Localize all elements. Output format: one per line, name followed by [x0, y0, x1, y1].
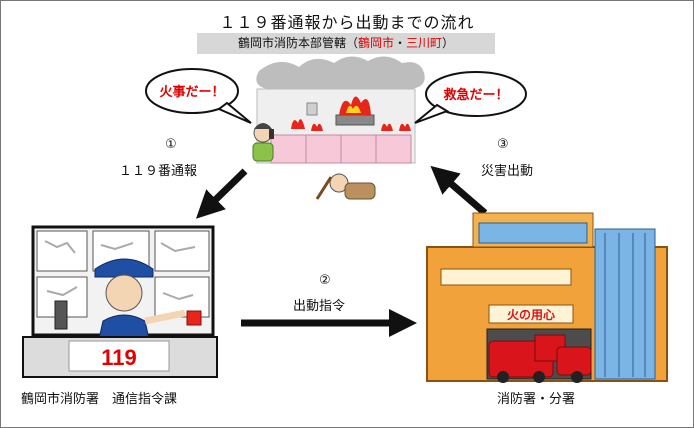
subtitle-separator: ・: [393, 36, 406, 50]
subtitle-prefix: 鶴岡市消防本部管轄（: [237, 36, 358, 50]
subtitle-banner: 鶴岡市消防本部管轄（鶴岡市・三川町）: [197, 33, 495, 54]
fire-station-label: 消防署・分署: [497, 392, 576, 407]
speech-right-text: 救急だー！: [443, 87, 508, 103]
station-sign: 火の用心: [507, 308, 555, 322]
arrow-report: [195, 168, 248, 219]
step-1-label: １１９番通報: [119, 164, 198, 179]
desk-number: 119: [101, 345, 137, 370]
step-3-number: ③: [497, 137, 509, 152]
step-1-number: ①: [165, 137, 177, 152]
speech-bubble-left: [145, 68, 252, 124]
step-2-number: ②: [319, 273, 331, 288]
speech-bubble-right: [414, 71, 527, 124]
fire-scene-illustration: [256, 56, 425, 164]
subtitle-suffix: ）: [442, 36, 455, 50]
arrow-dispatch: [430, 165, 488, 216]
speech-left-text: 火事だー！: [159, 84, 224, 100]
caller-person-icon: [252, 123, 274, 162]
subtitle-city-1: 鶴岡市: [357, 36, 394, 50]
command-center-illustration: [22, 225, 218, 378]
step-2-label: 出動指令: [293, 299, 346, 314]
fire-station-illustration: [426, 212, 668, 383]
command-center-label: 鶴岡市消防署 通信指令課: [21, 392, 178, 407]
step-3-label: 災害出動: [481, 164, 534, 179]
diagram-title: １１９番通報から出動までの流れ: [219, 13, 475, 32]
fallen-elder-icon: [315, 173, 376, 200]
subtitle-city-2: 三川町: [406, 36, 443, 50]
